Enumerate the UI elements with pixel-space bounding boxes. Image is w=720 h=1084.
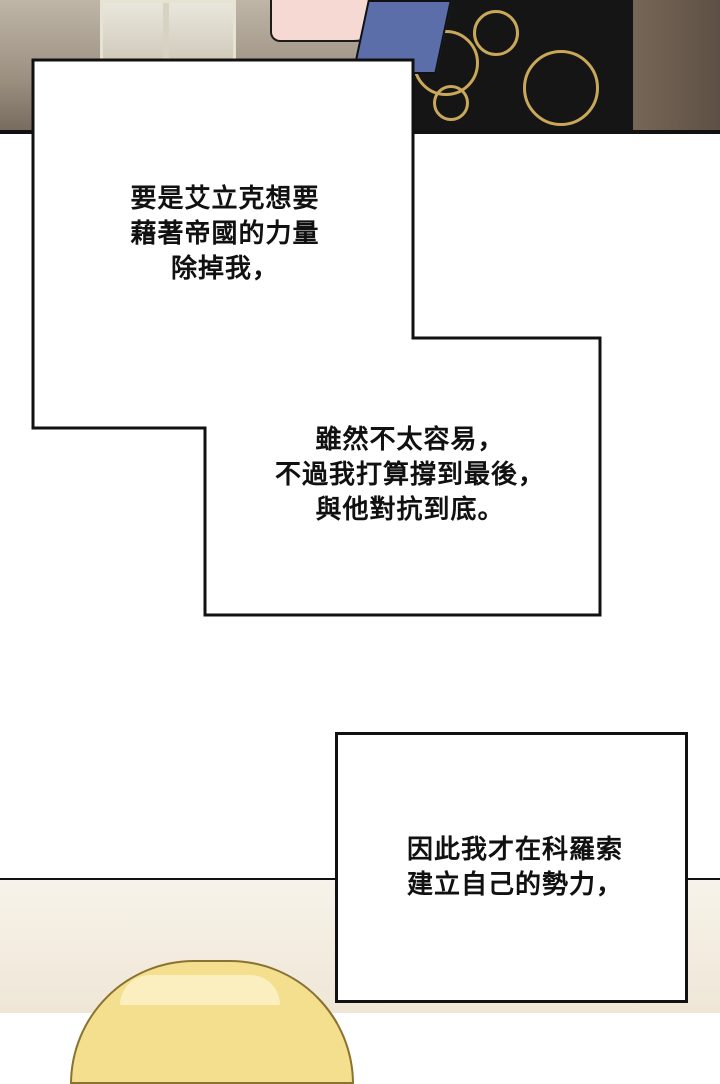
caption-line: 雖然不太容易，	[315, 425, 505, 455]
caption-line: 要是艾立克想要	[130, 184, 320, 214]
caption-line: 藉著帝國的力量	[130, 219, 320, 249]
narration-box-stepped	[31, 58, 602, 617]
narration-text-2: 雖然不太容易， 不過我打算撐到最後， 與他對抗到底。	[240, 423, 580, 528]
caption-line: 建立自己的勢力，	[406, 870, 623, 900]
background-wall	[620, 0, 720, 133]
background-window	[100, 0, 236, 66]
top-panel-art	[0, 0, 720, 133]
narration-text-1: 要是艾立克想要 藉著帝國的力量 除掉我，	[90, 182, 360, 287]
narration-box-3	[335, 732, 689, 1004]
caption-line: 不過我打算撐到最後，	[274, 460, 545, 490]
caption-line: 除掉我，	[170, 254, 279, 284]
caption-line: 因此我才在科羅索	[406, 835, 623, 865]
narration-text-3: 因此我才在科羅索 建立自己的勢力，	[375, 833, 655, 903]
caption-line: 與他對抗到底。	[315, 495, 505, 525]
hair-highlight	[120, 975, 280, 1005]
